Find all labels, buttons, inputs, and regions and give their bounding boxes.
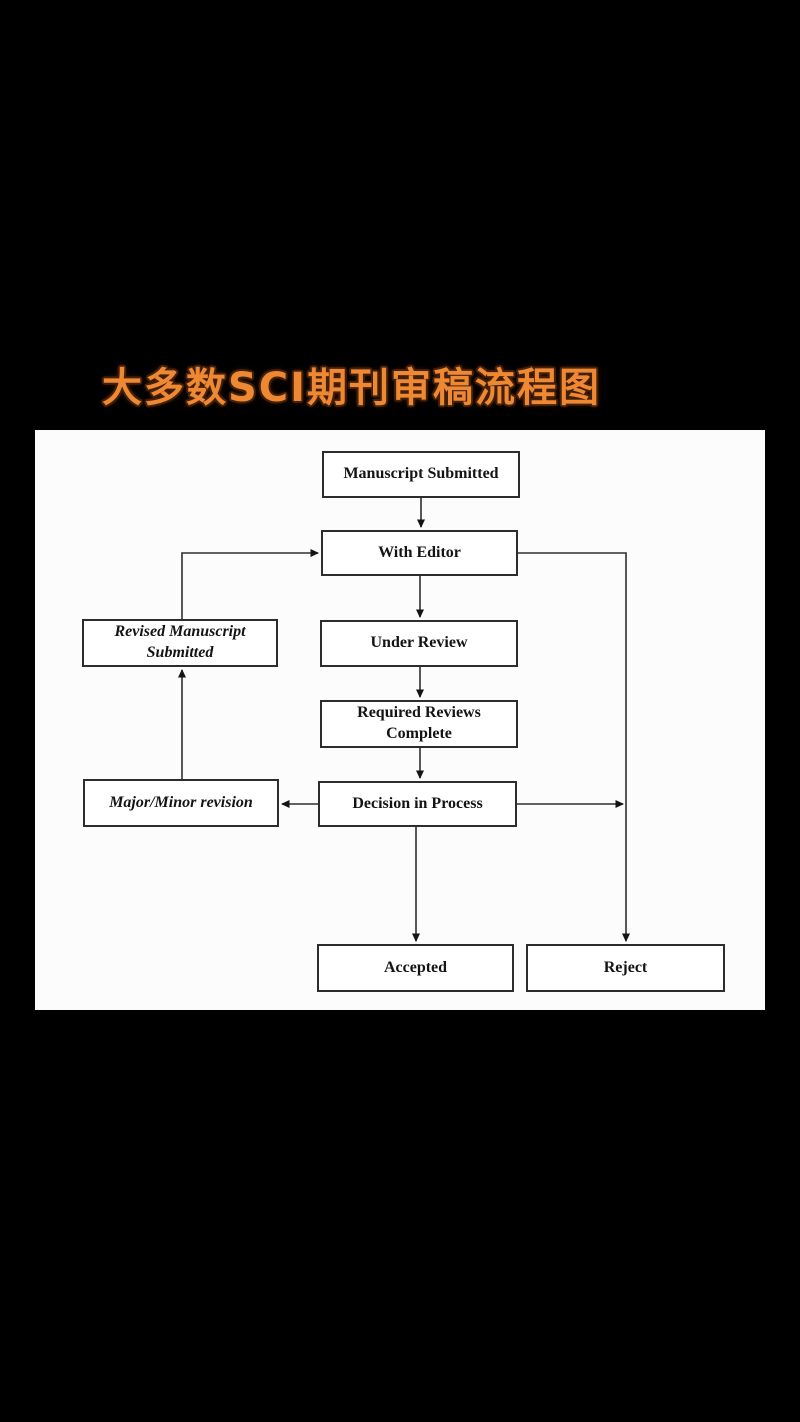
node-label: Accepted — [383, 958, 448, 976]
node-label: Decision in Process — [352, 794, 483, 812]
node-label: Revised Manuscript Submitted — [114, 623, 246, 661]
edge-witheditor-to-reject — [518, 552, 630, 942]
node-reject: Reject — [526, 944, 725, 992]
edge-revised-to-witheditor — [181, 549, 319, 619]
node-label: Under Review — [370, 634, 468, 652]
node-revised-manuscript-submitted: Revised Manuscript Submitted — [82, 619, 278, 667]
node-with-editor: With Editor — [321, 530, 518, 576]
page-title: 大多数SCI期刊审稿流程图 — [102, 365, 602, 411]
node-label: Manuscript Submitted — [343, 465, 499, 483]
flowchart-connectors — [178, 498, 630, 942]
node-label: With Editor — [378, 543, 461, 561]
node-major-minor-revision: Major/Minor revision — [83, 779, 279, 827]
node-accepted: Accepted — [317, 944, 514, 992]
node-label: Major/Minor revision — [109, 793, 253, 811]
node-required-reviews-complete: Required Reviews Complete — [320, 700, 518, 748]
flowchart-panel: Manuscript Submitted With Editor Under R… — [35, 430, 765, 1010]
node-label: Required Reviews Complete — [357, 704, 481, 742]
node-label: Reject — [603, 958, 648, 976]
node-decision-in-process: Decision in Process — [318, 781, 517, 827]
node-under-review: Under Review — [320, 620, 518, 667]
node-manuscript-submitted: Manuscript Submitted — [322, 451, 520, 498]
